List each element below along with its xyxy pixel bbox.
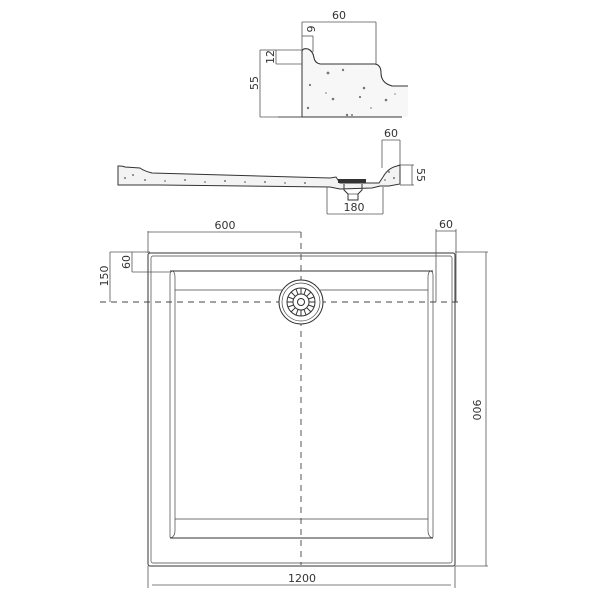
- drain-fitting: [338, 179, 366, 201]
- plan-view: 600 60 150 60 900 1200: [98, 218, 488, 588]
- dim-section-rim: 60: [384, 127, 398, 140]
- dim-rim-height: 12: [264, 50, 277, 64]
- aggregate-texture: [306, 68, 396, 117]
- dim-profile-height: 55: [248, 76, 261, 90]
- dim-drain-box: 180: [344, 201, 365, 214]
- drain-grate: [278, 279, 324, 325]
- section-texture: [124, 171, 395, 184]
- cross-section-view: 180 60 55: [117, 127, 427, 215]
- dim-width: 1200: [288, 572, 316, 585]
- dim-drain-offset-y: 150: [98, 266, 111, 287]
- tray-outer-edge: [147, 252, 456, 567]
- dim-rim-depth: 60: [120, 255, 133, 269]
- rim-profile-detail: 60 9 12 55: [248, 9, 408, 118]
- dim-rim-width: 60: [439, 218, 453, 231]
- dim-profile-width: 60: [332, 9, 346, 22]
- dim-section-height: 55: [414, 168, 427, 182]
- dim-drain-offset-x: 600: [215, 219, 236, 232]
- dim-rim-top: 9: [305, 26, 318, 33]
- dim-depth: 900: [470, 400, 483, 421]
- tray-section: [117, 164, 401, 190]
